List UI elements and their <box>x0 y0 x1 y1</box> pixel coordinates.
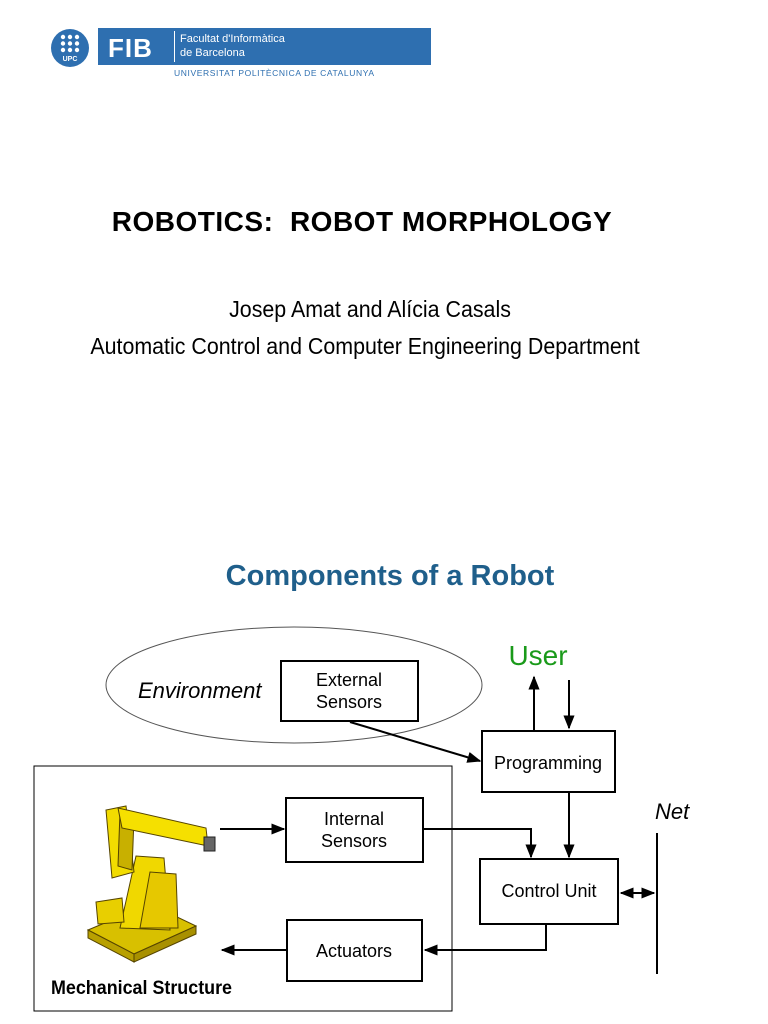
faculty-name: Facultat d'Informàtica de Barcelona <box>180 32 420 60</box>
fib-letters: FIB <box>108 33 153 63</box>
upc-logo-text: UPC <box>63 56 78 63</box>
actuators-box <box>286 919 423 982</box>
arrow-external-sensors-to-programming <box>349 721 482 763</box>
external-sensors-label-1: External <box>316 670 382 690</box>
faculty-name-line2: de Barcelona <box>180 47 245 59</box>
robot-components-diagram: Environment External Sensors User Progra… <box>33 626 690 1012</box>
arrow-control-unit-to-actuators <box>423 925 547 956</box>
faculty-header: UPC FIB Facultat d'Informàtica de Barcel… <box>50 28 431 80</box>
control-unit-label: Control Unit <box>501 881 596 901</box>
upc-logo-icon: UPC <box>51 29 89 67</box>
university-name: UNIVERSITAT POLITÈCNICA DE CATALUNYA <box>174 68 375 78</box>
net-label: Net <box>655 799 690 824</box>
section-title: Components of a Robot <box>225 560 555 592</box>
programming-box <box>481 730 616 793</box>
authors: Josep Amat and Alícia Casals <box>229 296 511 322</box>
control-unit-box <box>479 858 619 925</box>
department: Automatic Control and Computer Engineeri… <box>90 333 640 359</box>
robot-arm-icon <box>86 805 216 963</box>
actuators-label: Actuators <box>316 941 392 961</box>
external-sensors-label-2: Sensors <box>316 692 382 712</box>
faculty-name-line1: Facultat d'Informàtica <box>180 33 285 45</box>
fib-divider <box>174 31 175 62</box>
external-sensors-box <box>280 660 419 722</box>
internal-sensors-box <box>285 797 424 863</box>
slide-title: ROBOTICS: ROBOT MORPHOLOGY <box>111 206 613 237</box>
mechanical-structure-label: Mechanical Structure <box>51 978 232 999</box>
mechanical-structure-frame <box>33 765 453 1012</box>
environment-label: Environment <box>138 678 262 703</box>
arrow-internal-sensors-to-control-unit <box>424 828 537 859</box>
fib-banner: FIB Facultat d'Informàtica de Barcelona <box>98 28 431 65</box>
internal-sensors-label-1: Internal <box>324 809 384 829</box>
programming-label: Programming <box>494 753 602 773</box>
internal-sensors-label-2: Sensors <box>321 831 387 851</box>
user-label: User <box>508 640 567 671</box>
environment-ellipse <box>105 626 483 744</box>
